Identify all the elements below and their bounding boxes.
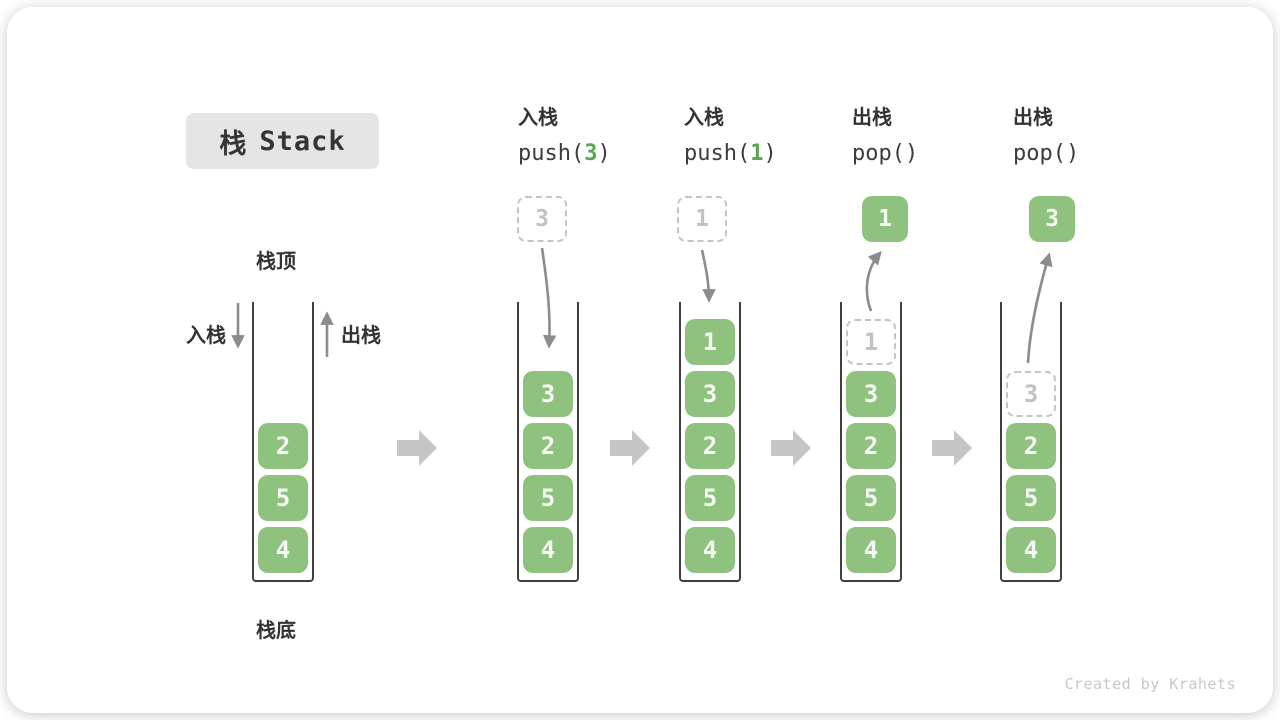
op-cn-label: 出栈	[1013, 105, 1053, 129]
code-pre: pop(	[852, 141, 905, 166]
pop-direction-label: 出栈	[341, 323, 381, 347]
title-badge-en: Stack	[259, 125, 346, 157]
code-pre: pop(	[1013, 141, 1066, 166]
ghost-cell: 1	[846, 319, 896, 365]
stack-container-after-pop1	[840, 302, 902, 582]
op-code-label: push(3)	[518, 140, 611, 168]
title-badge-cn: 栈	[219, 128, 248, 160]
stack-cell: 2	[258, 423, 308, 469]
stack-container-base	[252, 302, 314, 582]
ghost-cell: 3	[1006, 371, 1056, 417]
stack-cell: 5	[258, 475, 308, 521]
popped-element-box: 1	[862, 196, 908, 242]
code-pre: push(	[518, 141, 585, 166]
stack-container-after-push1	[679, 302, 741, 582]
stack-cell: 1	[685, 319, 735, 365]
stack-cell: 4	[523, 527, 573, 573]
code-post: )	[763, 141, 777, 166]
pending-element-box: 3	[517, 196, 567, 242]
stack-cell: 4	[846, 527, 896, 573]
op-code-label: pop()	[1013, 140, 1079, 168]
op-cn-label: 入栈	[684, 105, 724, 129]
op-code-label: push(1)	[684, 140, 777, 168]
popped-element-box: 3	[1029, 196, 1075, 242]
stack-container-after-pop3	[1000, 302, 1062, 582]
op-cn-label: 出栈	[852, 105, 892, 129]
pending-element-box: 1	[677, 196, 727, 242]
code-post: )	[1065, 141, 1080, 166]
stack-cell: 4	[685, 527, 735, 573]
stack-cell: 5	[523, 475, 573, 521]
stack-cell: 2	[1006, 423, 1056, 469]
stack-cell: 2	[685, 423, 735, 469]
op-header-pop1: 出栈 pop()	[852, 104, 918, 168]
stack-cell: 3	[523, 371, 573, 417]
stack-cell: 5	[1006, 475, 1056, 521]
stack-cell: 5	[685, 475, 735, 521]
stack-cell: 2	[846, 423, 896, 469]
stack-cell: 3	[846, 371, 896, 417]
push-direction-label: 入栈	[186, 323, 226, 347]
stack-container-after-push3	[517, 302, 579, 582]
op-code-label: pop()	[852, 140, 918, 168]
code-pre: push(	[684, 141, 751, 166]
code-arg: 1	[750, 141, 764, 166]
stack-cell: 4	[1006, 527, 1056, 573]
stack-top-label: 栈顶	[256, 249, 296, 273]
op-header-push3: 入栈 push(3)	[518, 104, 611, 168]
op-cn-label: 入栈	[518, 105, 558, 129]
code-post: )	[904, 141, 919, 166]
op-header-push1: 入栈 push(1)	[684, 104, 777, 168]
op-header-pop3: 出栈 pop()	[1013, 104, 1079, 168]
title-badge: 栈 Stack	[186, 113, 379, 169]
code-arg: 3	[584, 141, 598, 166]
stack-bottom-label: 栈底	[256, 618, 296, 642]
code-post: )	[597, 141, 611, 166]
watermark: Created by Krahets	[1064, 675, 1236, 693]
stack-cell: 3	[685, 371, 735, 417]
stack-cell: 4	[258, 527, 308, 573]
stack-cell: 5	[846, 475, 896, 521]
stack-cell: 2	[523, 423, 573, 469]
